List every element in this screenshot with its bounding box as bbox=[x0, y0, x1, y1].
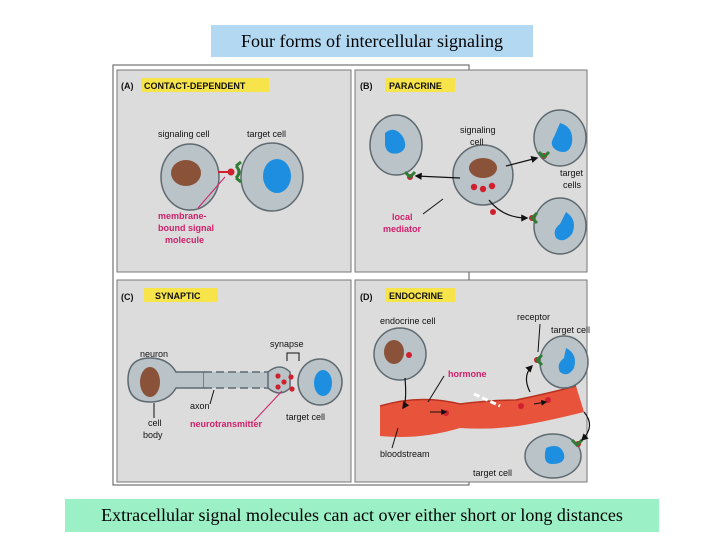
panel-a-tag-bg bbox=[141, 78, 269, 92]
hormone-dot bbox=[518, 403, 524, 409]
panel-b-letter: (B) bbox=[360, 81, 373, 91]
panel-b-tag-bg bbox=[385, 78, 455, 92]
secretion-arrow bbox=[402, 377, 410, 410]
label-target-1: target bbox=[560, 168, 584, 178]
bottom-cell-nucleus bbox=[554, 212, 574, 241]
endocrine-nucleus bbox=[384, 340, 404, 364]
receptor bbox=[529, 211, 539, 225]
label-neuron: neuron bbox=[140, 349, 168, 359]
label-cell-body-1: cell bbox=[148, 418, 162, 428]
bloodstream bbox=[380, 386, 584, 437]
arrow-to-left bbox=[414, 172, 461, 180]
neurotransmitter-dot bbox=[281, 379, 287, 385]
panel-synaptic: (C) SYNAPTIC synapse neuron axon cell bo… bbox=[116, 279, 352, 483]
panel-d-tag: ENDOCRINE bbox=[389, 291, 443, 301]
axon-segment bbox=[204, 372, 268, 388]
label-mediator-1: local bbox=[392, 212, 413, 222]
label-target-cell-bottom: target cell bbox=[473, 468, 512, 478]
hormone-dot bbox=[443, 410, 449, 416]
axon-pointer bbox=[209, 389, 215, 405]
panel-paracrine: (B) PARACRINE signaling cell target bbox=[354, 69, 588, 273]
neurotransmitter-dot bbox=[275, 373, 281, 379]
endocrine-receptor-top bbox=[534, 353, 544, 367]
receptor-pointer bbox=[537, 323, 541, 353]
mediator-dot bbox=[470, 183, 478, 191]
panel-d-tag-bg bbox=[385, 288, 455, 302]
label-mediator-2: mediator bbox=[383, 224, 422, 234]
panel-a-letter: (A) bbox=[121, 81, 134, 91]
label-signaling-1: signaling bbox=[460, 125, 496, 135]
panel-a-tag: CONTACT-DEPENDENT bbox=[144, 81, 246, 91]
panel-c-tag: SYNAPTIC bbox=[155, 291, 201, 301]
synapse-bracket bbox=[286, 352, 300, 361]
arrow-to-bottom-target bbox=[580, 411, 591, 442]
figure-title: Four forms of intercellular signaling bbox=[211, 25, 533, 57]
label-axon: axon bbox=[190, 401, 210, 411]
bloodstream-pointer bbox=[391, 427, 399, 449]
molecule-pointer bbox=[197, 176, 226, 209]
panel-c-letter: (C) bbox=[121, 292, 134, 302]
contact-receptor-arms bbox=[235, 160, 242, 184]
target-cell-nucleus bbox=[263, 159, 291, 193]
label-synapse: synapse bbox=[270, 339, 304, 349]
arrow-to-bottom bbox=[488, 199, 529, 222]
neurotransmitter-dot bbox=[275, 384, 281, 390]
panel-d-letter: (D) bbox=[360, 292, 373, 302]
hormone-pointer bbox=[427, 375, 445, 403]
neurotransmitter-dot bbox=[288, 374, 294, 380]
synaptic-target-nucleus bbox=[314, 370, 332, 396]
label-molecule-1: membrane- bbox=[158, 211, 207, 221]
target-top-nucleus bbox=[558, 348, 575, 375]
label-target-cell-c: target cell bbox=[286, 412, 325, 422]
label-molecule-2: bound signal bbox=[158, 223, 214, 233]
label-signaling-cell: signaling cell bbox=[158, 129, 210, 139]
label-receptor: receptor bbox=[517, 312, 550, 322]
label-neurotransmitter: neurotransmitter bbox=[190, 419, 263, 429]
panel-c-tag-bg bbox=[144, 288, 218, 302]
receptor bbox=[537, 150, 551, 160]
label-bloodstream: bloodstream bbox=[380, 449, 430, 459]
left-cell-nucleus bbox=[385, 129, 406, 154]
neuron-nucleus bbox=[140, 367, 160, 397]
label-cell-body-2: body bbox=[143, 430, 163, 440]
label-target-2: cells bbox=[563, 180, 582, 190]
target-bottom-nucleus bbox=[544, 446, 565, 464]
neurotransmitter-pointer bbox=[253, 390, 283, 422]
free-mediator bbox=[490, 209, 496, 215]
bloodstream-edge bbox=[379, 385, 577, 407]
panel-endocrine: (D) ENDOCRINE endocrine cell receptor ta… bbox=[354, 279, 591, 483]
figure-caption: Extracellular signal molecules can act o… bbox=[65, 499, 659, 532]
flow-arrow bbox=[533, 399, 548, 406]
label-molecule-3: molecule bbox=[165, 235, 204, 245]
arrow-to-top bbox=[505, 155, 539, 167]
label-hormone: hormone bbox=[448, 369, 487, 379]
neurotransmitter-dot bbox=[289, 386, 295, 392]
panel-b-tag: PARACRINE bbox=[389, 81, 442, 91]
arrow-to-top-target bbox=[525, 364, 534, 393]
signaling-cell-nucleus bbox=[171, 160, 201, 186]
endocrine-receptor-bottom bbox=[570, 438, 584, 448]
label-target-cell-top: target cell bbox=[551, 325, 590, 335]
top-cell-nucleus bbox=[551, 123, 573, 152]
mediator-dot bbox=[479, 185, 487, 193]
mediator-dot bbox=[488, 182, 496, 190]
signaling-cell-nucleus-b bbox=[469, 158, 497, 178]
label-target-cell: target cell bbox=[247, 129, 286, 139]
mediator-pointer bbox=[422, 198, 444, 215]
label-endocrine-cell: endocrine cell bbox=[380, 316, 436, 326]
receptor bbox=[403, 170, 417, 180]
panel-contact-dependent: (A) CONTACT-DEPENDENT signaling cell tar… bbox=[116, 69, 352, 273]
panel-a-background bbox=[116, 69, 352, 273]
hormone-dot bbox=[406, 352, 412, 358]
membrane-bound-molecule bbox=[227, 168, 235, 176]
label-signaling-2: cell bbox=[470, 137, 484, 147]
bloodstream-break bbox=[473, 392, 501, 408]
